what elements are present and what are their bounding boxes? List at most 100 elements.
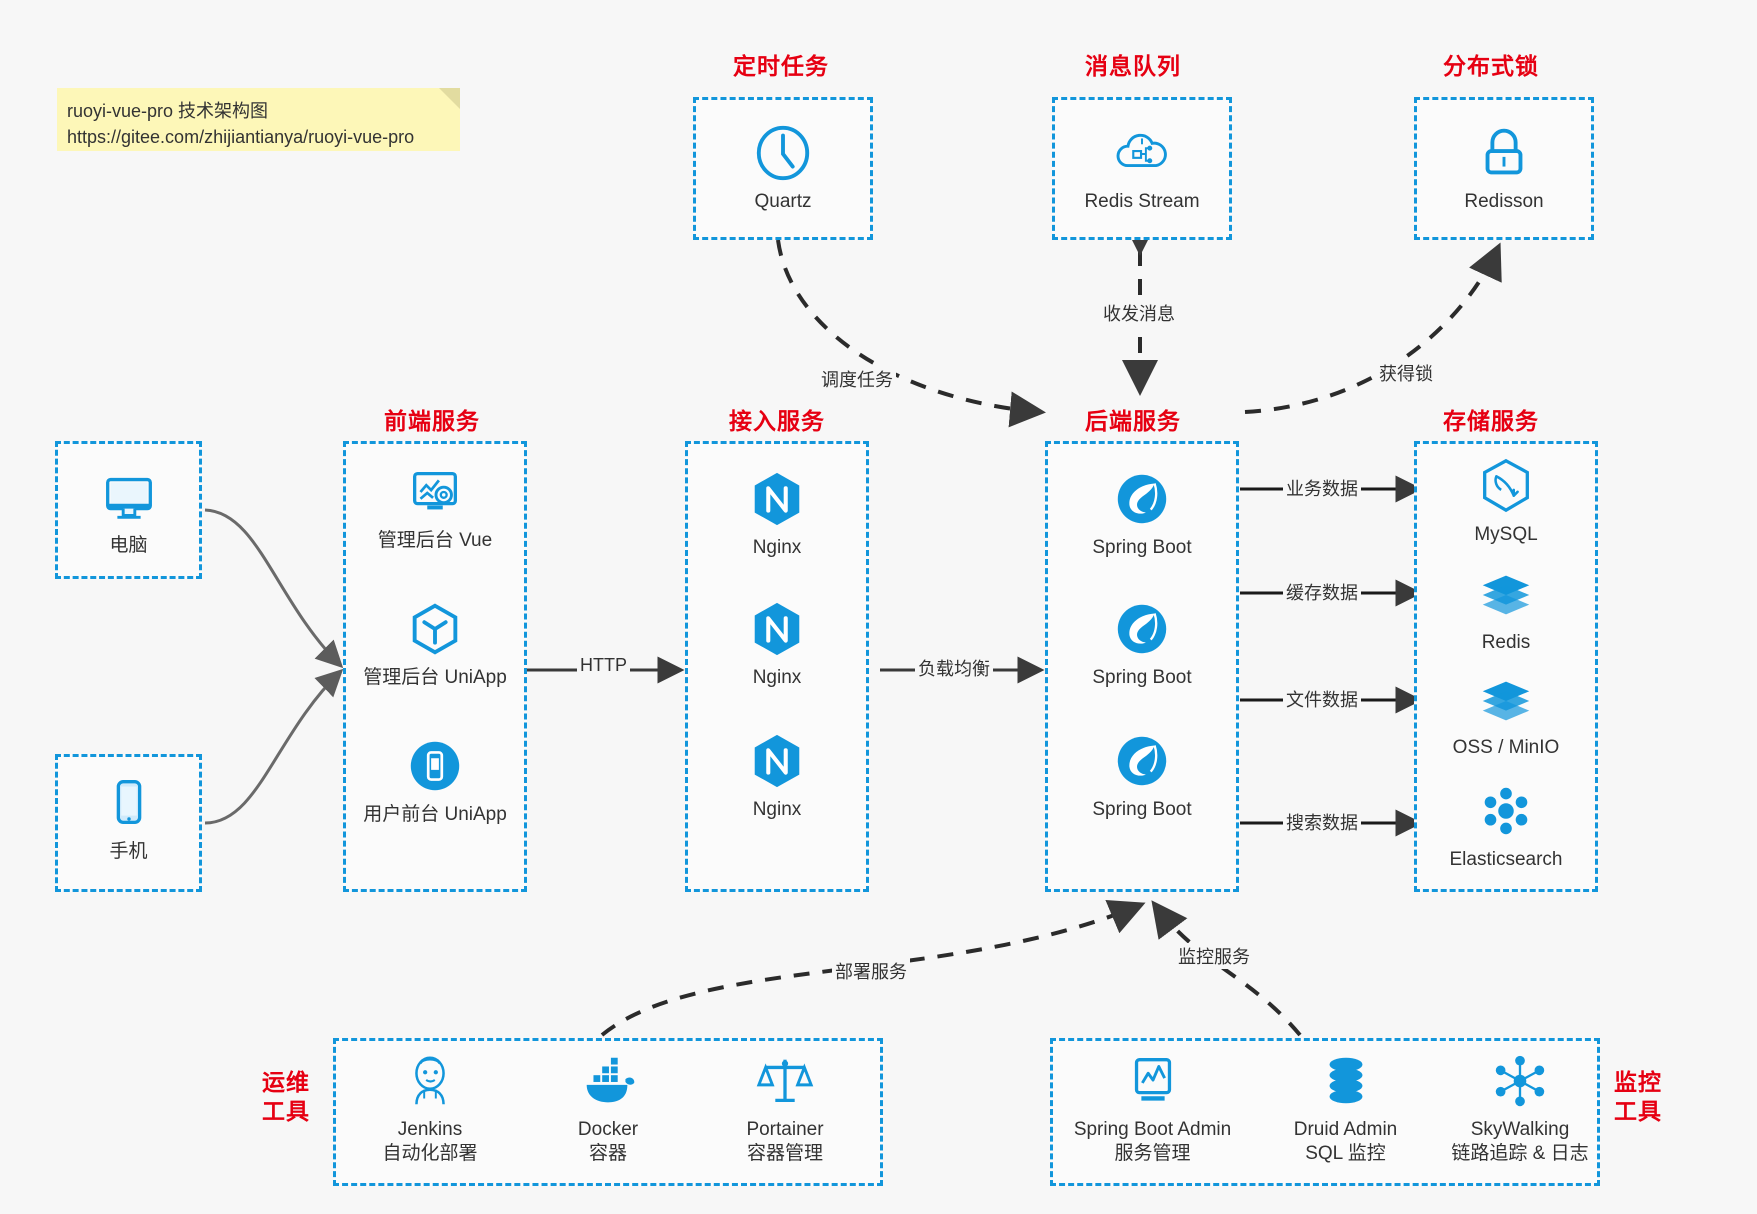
edge-label-acquire-lock: 获得锁	[1376, 360, 1436, 386]
spring-boot-icon	[1117, 604, 1167, 654]
node-admin-vue[interactable]: 管理后台 Vue	[343, 461, 527, 553]
monitor-chart-icon	[1134, 1058, 1171, 1101]
node-label: Quartz	[754, 191, 812, 212]
docker-icon	[586, 1057, 635, 1103]
box-client-mobile	[55, 754, 202, 892]
elasticsearch-icon	[1484, 787, 1528, 835]
spring-boot-icon	[1117, 474, 1167, 524]
node-label: Spring Boot	[1092, 799, 1192, 820]
tool-name: Druid Admin	[1293, 1119, 1398, 1140]
node-elasticsearch[interactable]: Elasticsearch	[1414, 780, 1598, 872]
node-user-uniapp[interactable]: 用户前台 UniApp	[343, 735, 527, 827]
node-redis[interactable]: Redis	[1414, 563, 1598, 655]
node-admin-uniapp[interactable]: 管理后台 UniApp	[343, 598, 527, 690]
node-label: 管理后台 Vue	[377, 530, 493, 551]
box-monitor-tools	[1050, 1038, 1600, 1186]
spring-boot-icon	[1117, 736, 1167, 786]
jenkins-icon	[415, 1056, 445, 1105]
mobile-phone-icon	[116, 780, 141, 825]
node-label: 电脑	[109, 535, 148, 556]
desktop-icon	[105, 477, 152, 519]
tool-desc: SQL 监控	[1305, 1142, 1386, 1164]
tool-desc: 容器管理	[746, 1142, 823, 1164]
node-label: Elasticsearch	[1449, 849, 1563, 870]
node-label: OSS / MinIO	[1452, 737, 1560, 758]
edge-label-cache-data: 缓存数据	[1283, 579, 1361, 605]
node-spring-boot-3[interactable]: Spring Boot	[1045, 730, 1239, 822]
tool-name: SkyWalking	[1470, 1119, 1570, 1140]
tool-desc: 容器	[588, 1142, 627, 1164]
ops-tools-line-2: 工具	[262, 1097, 310, 1124]
node-spring-boot-2[interactable]: Spring Boot	[1045, 598, 1239, 690]
box-frontend-service	[343, 441, 527, 892]
edge-label-file-data: 文件数据	[1283, 686, 1361, 712]
nginx-icon	[754, 472, 800, 526]
category-label-scheduled-task: 定时任务	[733, 53, 829, 79]
note-title: ruoyi-vue-pro 技术架构图	[67, 101, 269, 121]
nginx-icon	[754, 602, 800, 656]
category-label-gateway-service: 接入服务	[729, 408, 825, 434]
node-jenkins[interactable]: Jenkins 自动化部署	[350, 1050, 510, 1166]
node-oss-minio[interactable]: OSS / MinIO	[1414, 668, 1598, 760]
mysql-icon	[1483, 458, 1529, 513]
category-label-monitor-tools: 监控 工具	[1614, 1068, 1662, 1126]
node-nginx-1[interactable]: Nginx	[685, 468, 869, 560]
node-label: Redis Stream	[1084, 191, 1200, 212]
tool-desc: 自动化部署	[382, 1142, 478, 1164]
tool-name: Spring Boot Admin	[1073, 1119, 1232, 1140]
edge-label-search-data: 搜索数据	[1283, 809, 1361, 835]
edge-label-send-receive-message: 收发消息	[1100, 300, 1178, 326]
mobile-app-icon	[410, 741, 460, 791]
tool-name: Jenkins	[397, 1119, 463, 1140]
category-label-frontend-service: 前端服务	[384, 408, 480, 434]
edge-label-load-balance: 负载均衡	[915, 655, 993, 681]
edge-label-http: HTTP	[577, 655, 630, 676]
nginx-icon	[754, 734, 800, 788]
node-spring-boot-1[interactable]: Spring Boot	[1045, 468, 1239, 560]
category-label-distributed-lock: 分布式锁	[1443, 53, 1539, 79]
node-spring-boot-admin[interactable]: Spring Boot Admin 服务管理	[1060, 1050, 1245, 1166]
node-quartz[interactable]: Quartz	[693, 122, 873, 214]
box-ops-tools	[333, 1038, 883, 1186]
monitor-tools-line-2: 工具	[1614, 1097, 1662, 1124]
node-nginx-3[interactable]: Nginx	[685, 730, 869, 822]
cube-icon	[412, 603, 458, 655]
node-nginx-2[interactable]: Nginx	[685, 598, 869, 690]
edge-label-schedule-task: 调度任务	[818, 366, 896, 392]
node-label: Nginx	[752, 537, 802, 558]
node-label: Redisson	[1464, 191, 1544, 212]
node-label: Spring Boot	[1092, 537, 1192, 558]
node-client-desktop[interactable]: 电脑	[55, 466, 202, 558]
clock-icon	[756, 125, 810, 181]
tool-name: Docker	[577, 1119, 639, 1140]
tool-desc: 链路追踪 & 日志	[1451, 1142, 1589, 1164]
box-message-queue	[1052, 97, 1232, 240]
category-label-backend-service: 后端服务	[1085, 408, 1181, 434]
node-label: MySQL	[1474, 524, 1538, 545]
database-stack-icon	[1329, 1057, 1362, 1104]
category-label-message-queue: 消息队列	[1085, 53, 1181, 79]
box-distributed-lock	[1414, 97, 1594, 240]
node-label: 用户前台 UniApp	[363, 804, 507, 825]
cloud-stream-icon	[1116, 133, 1167, 168]
scales-icon	[756, 1059, 814, 1103]
edge-label-deploy-service: 部署服务	[832, 958, 910, 984]
dashboard-gear-icon	[413, 471, 457, 510]
node-druid-admin[interactable]: Druid Admin SQL 监控	[1253, 1050, 1438, 1166]
node-mysql[interactable]: MySQL	[1414, 455, 1598, 547]
monitor-tools-line-1: 监控	[1614, 1069, 1662, 1095]
node-label: Spring Boot	[1092, 667, 1192, 688]
node-redisson[interactable]: Redisson	[1414, 122, 1594, 214]
node-client-mobile[interactable]: 手机	[55, 772, 202, 864]
box-scheduled-task	[693, 97, 873, 240]
node-redis-stream[interactable]: Redis Stream	[1052, 122, 1232, 214]
node-portainer[interactable]: Portainer 容器管理	[705, 1050, 865, 1166]
node-docker[interactable]: Docker 容器	[528, 1050, 688, 1166]
tool-name: Portainer	[746, 1119, 824, 1140]
node-skywalking[interactable]: SkyWalking 链路追踪 & 日志	[1420, 1050, 1620, 1166]
category-label-ops-tools: 运维 工具	[262, 1068, 310, 1126]
oss-minio-icon	[1482, 681, 1530, 721]
node-label: Redis	[1481, 632, 1531, 653]
node-label: 手机	[109, 841, 148, 862]
